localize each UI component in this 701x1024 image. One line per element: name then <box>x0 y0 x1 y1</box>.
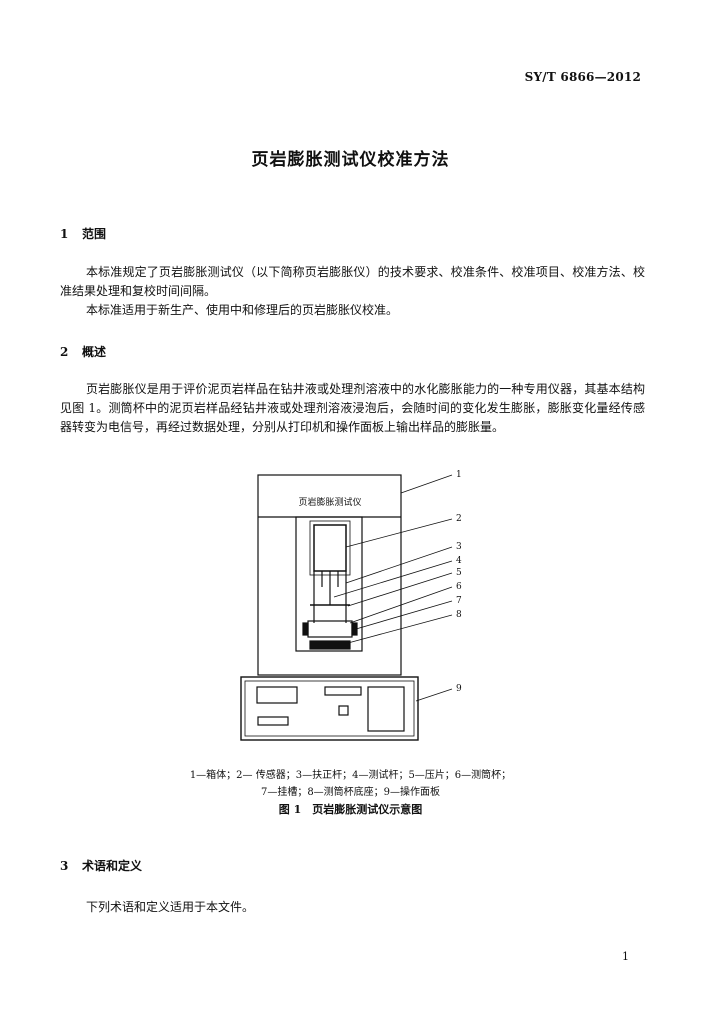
section-number: 1 <box>60 227 69 241</box>
figure-legend-line-1: 1—箱体；2— 传感器；3—扶正杆；4—测试杆；5—压片；6—测筒杯； <box>189 770 512 781</box>
test-chamber <box>295 516 363 652</box>
section-heading-2: 2 概述 <box>60 343 106 360</box>
callout-1: 1 <box>456 470 462 480</box>
paragraph: 本标准适用于新生产、使用中和修理后的页岩膨胀仪校准。 <box>86 303 399 317</box>
cabinet-body <box>257 474 402 676</box>
page-number: 1 <box>622 950 629 963</box>
section-number: 3 <box>60 859 69 873</box>
callout-9: 9 <box>456 684 462 694</box>
callout-2: 2 <box>456 514 462 524</box>
paragraph: 下列术语和定义适用于本文件。 <box>86 900 255 914</box>
device-label: 页岩膨胀测试仪 <box>298 496 361 508</box>
test-cup <box>307 620 353 638</box>
standard-code: SY/T 6866—2012 <box>524 70 641 84</box>
section-title: 范围 <box>82 227 107 241</box>
figure-1-diagram: 页岩膨胀测试仪 1 2 3 4 5 6 7 8 9 <box>240 470 462 741</box>
callout-3: 3 <box>456 542 462 552</box>
callout-6: 6 <box>456 582 462 592</box>
sensor <box>313 524 347 572</box>
figure-caption: 图 1 页岩膨胀测试仪示意图 <box>278 803 423 816</box>
paragraph: 本标准规定了页岩膨胀测试仪（以下简称页岩膨胀仪）的技术要求、校准条件、校准项目、… <box>60 265 645 298</box>
figure-legend-line-2: 7—挂槽；8—测筒杯底座；9—操作面板 <box>260 787 441 798</box>
section-heading-1: 1 范围 <box>60 225 106 242</box>
section-number: 2 <box>60 345 69 359</box>
document-title: 页岩膨胀测试仪校准方法 <box>251 150 450 170</box>
section-heading-3: 3 术语和定义 <box>60 857 142 874</box>
paragraph: 页岩膨胀仪是用于评价泥页岩样品在钻井液或处理剂溶液中的水化膨胀能力的一种专用仪器… <box>60 382 645 434</box>
callout-8: 8 <box>456 610 462 620</box>
section-title: 概述 <box>82 345 107 359</box>
section-title: 术语和定义 <box>82 859 143 873</box>
test-cup-base <box>309 640 351 650</box>
callout-7: 7 <box>456 596 462 606</box>
callout-5: 5 <box>456 568 462 578</box>
operation-panel <box>240 676 419 741</box>
callout-4: 4 <box>456 556 462 566</box>
